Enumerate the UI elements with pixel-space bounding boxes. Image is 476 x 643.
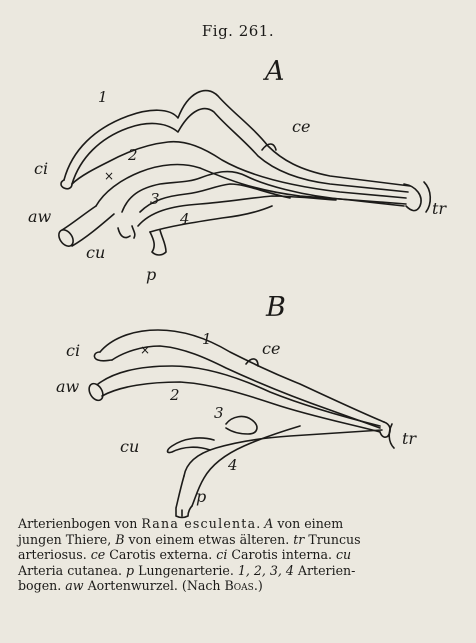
panel-b: B 1 2 [56,292,417,518]
panel-a-truncus [404,184,421,211]
panel-b-arch-4 [184,430,382,476]
panel-a-arch-2-label: 2 [127,146,138,164]
caption-text: Lungenarterie. [134,563,238,578]
caption-text: Aortenwurzel. (Nach [84,578,225,593]
caption-abbrev: p [126,563,134,578]
panel-b-truncus-cap [389,424,394,448]
caption-text: Arterienbogen von [18,516,141,531]
panel-a-tr-label: tr [432,199,447,218]
caption-panel-ref: B [115,532,124,547]
panel-b-arch-1-label: 1 [202,330,212,348]
panel-b-ci-label: ci [66,341,80,360]
panel-a-arch-4 [138,196,336,226]
panel-b-p-label: p [196,487,206,506]
caption-abbrev: tr [293,532,304,547]
caption-text: von einem [273,516,343,531]
panel-a-arch-1-label: 1 [98,88,108,106]
caption-line-1: Arterienbogen von Rana esculenta. A von … [18,516,463,532]
panel-a-arch-1 [64,91,410,186]
panel-a-cross-mark: × [104,169,114,183]
panel-b-cross-mark: × [140,343,150,357]
panel-b-cu-label: cu [120,437,139,456]
caption-text: Arterien- [294,563,356,578]
panel-b-letter: B [265,292,286,323]
caption-text: Truncus [304,532,360,547]
caption-text: von einem etwas älteren. [125,532,294,547]
caption-abbrev: ce [91,547,106,562]
figure-caption: Arterienbogen von Rana esculenta. A von … [18,516,463,594]
panel-a-arch-2-inner [96,165,406,206]
panel-a-p-branch [150,230,166,255]
panel-a-letter: A [262,56,285,87]
caption-species: Rana esculenta [141,516,256,531]
panel-b-aortic-root-end [86,381,105,403]
caption-line-3: arteriosus. ce Carotis externa. ci Carot… [18,547,463,563]
panel-a-cu-branch [118,226,135,238]
caption-author: Boas [225,578,254,593]
caption-text: Arteria cutanea. [18,563,126,578]
caption-abbrev: 1, 2, 3, 4 [238,563,294,578]
panel-a-arch-3-label: 3 [150,190,160,208]
caption-text: .) [254,578,263,593]
panel-b-arch-4-label: 4 [227,456,238,474]
caption-abbrev: cu [336,547,351,562]
panel-b-ce-label: ce [262,339,280,358]
panel-a-ci-label: ci [34,159,48,178]
panel-a-arch-2 [72,142,406,198]
caption-abbrev: aw [65,578,83,593]
caption-line-5: bogen. aw Aortenwurzel. (Nach Boas.) [18,578,463,594]
panel-a-ci-stub [61,180,72,189]
caption-line-2: jungen Thiere, B von einem etwas älteren… [18,532,463,548]
panel-b-aw-label: aw [56,377,80,396]
panel-b-arch-2-inner [102,382,380,432]
caption-line-4: Arteria cutanea. p Lungenarterie. 1, 2, … [18,563,463,579]
panel-a-p-label: p [146,265,156,284]
panel-a-arch-4-label: 4 [179,210,190,228]
caption-text: bogen. [18,578,65,593]
panel-a-arch-4-inner [150,206,272,232]
panel-b-arch-3-label: 3 [214,404,224,422]
panel-a-cu-label: cu [86,243,105,262]
panel-b-arch-3 [226,417,257,434]
caption-text: Carotis externa. [105,547,216,562]
panel-a-truncus-cap [424,182,430,212]
caption-abbrev: ci [216,547,227,562]
caption-text: Carotis interna. [227,547,336,562]
panel-a-ce-label: ce [292,117,310,136]
panel-b-ci-stub [94,352,112,361]
panel-b-p-branch [176,476,192,518]
panel-a: A 1 [28,56,447,284]
caption-text: jungen Thiere, [18,532,115,547]
panel-b-tr-label: tr [402,429,417,448]
caption-text: arteriosus. [18,547,91,562]
panel-a-aortic-root [62,206,114,246]
panel-b-arch-2-label: 2 [169,386,180,404]
panel-a-aw-label: aw [28,207,52,226]
